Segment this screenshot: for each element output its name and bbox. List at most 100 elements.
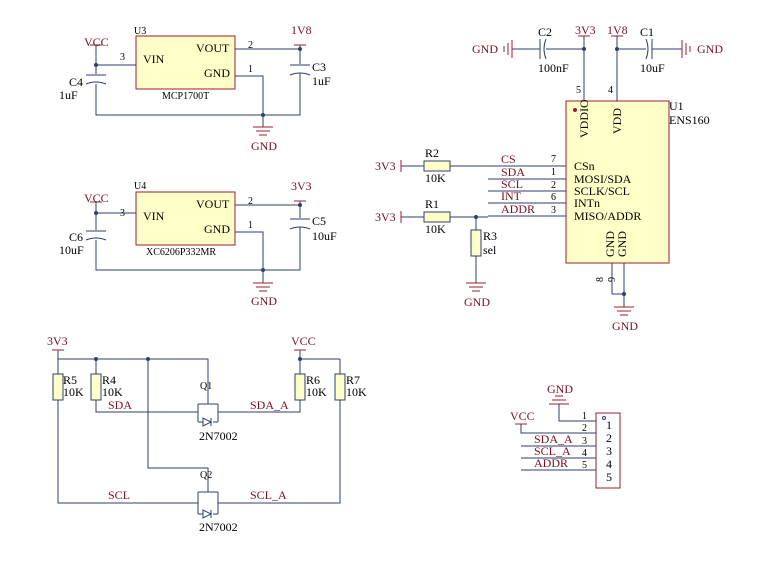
net-ls-scl-a: SCL_A	[250, 488, 287, 502]
u1-pin8: 8	[595, 277, 606, 282]
conn-label-4: 4	[606, 457, 612, 471]
c1-val: 10uF	[640, 61, 665, 75]
u1-vdd: VDD	[610, 108, 624, 134]
r1-ref: R1	[425, 197, 439, 211]
u4-vcc-net: VCC	[84, 191, 109, 205]
conn-pin-num-1: 1	[582, 411, 587, 422]
conn-vcc-net: VCC	[510, 409, 535, 423]
u1-ref: U1	[669, 99, 684, 113]
r7-val: 10K	[346, 385, 367, 399]
u1-body	[565, 100, 670, 264]
u1-pin6: 6	[551, 192, 556, 203]
c5-ref: C5	[312, 214, 326, 228]
conn-label-5: 5	[606, 470, 612, 484]
u1-sclk: SCLK/SCL	[574, 184, 630, 198]
net-ls-sda-a: SDA_A	[250, 398, 289, 412]
r3-gnd-net: GND	[464, 295, 490, 309]
conn-gnd-net: GND	[547, 382, 573, 396]
u1-intn: INTn	[574, 196, 600, 210]
r6-val: 10K	[306, 385, 327, 399]
u1-gnd2: GND	[615, 231, 629, 257]
u4-3v3-net: 3V3	[291, 179, 312, 193]
u3-vout-pin: VOUT	[196, 41, 230, 55]
c1-ref: C1	[640, 25, 654, 39]
u1-pin1: 1	[551, 167, 556, 178]
u1-1v8-net: 1V8	[607, 23, 628, 37]
c6-ref: C6	[69, 230, 83, 244]
conn-pin-num-4: 4	[582, 448, 587, 459]
c2-val: 100nF	[538, 61, 569, 75]
net-cs: CS	[501, 152, 516, 166]
c2-gnd-net: GND	[472, 42, 498, 56]
r2-val: 10K	[425, 171, 446, 185]
c2-ref: C2	[538, 25, 552, 39]
u3-pin2: 2	[248, 40, 253, 51]
u4-regulator: U4 VIN VOUT GND XC6206P332MR 3 2 1 GND V…	[59, 179, 337, 308]
r2-ref: R2	[425, 146, 439, 160]
c4-val: 1uF	[59, 88, 78, 102]
conn-pin-num-3: 3	[582, 436, 587, 447]
r6-ref: R6	[306, 373, 320, 387]
ls-vcc-net: VCC	[291, 334, 316, 348]
conn-sda-a-net: SDA_A	[534, 432, 573, 446]
connector-body	[595, 412, 621, 489]
u1-part: ENS160	[669, 113, 710, 127]
conn-pin-num-2: 2	[582, 423, 587, 434]
u3-gnd-pin: GND	[204, 66, 230, 80]
net-ls-sda: SDA	[108, 398, 132, 412]
u1-gnd1: GND	[603, 231, 617, 257]
r3-ref: R3	[483, 229, 497, 243]
u1-mosi: MOSI/SDA	[574, 172, 632, 186]
q2-ref: Q2	[200, 470, 212, 481]
u3-regulator: U3 VIN VOUT GND MCP1700T 3 2 1 GND VCC	[59, 23, 331, 153]
r2-3v3-net: 3V3	[375, 159, 396, 173]
r5-ref: R5	[63, 373, 77, 387]
r5-val: 10K	[63, 385, 84, 399]
level-shifter: 3V3 R5 10K R4 10K VCC R6 10K R7 10K Q1 2…	[47, 334, 367, 534]
u1-pin4: 4	[608, 85, 613, 96]
u4-gnd-net: GND	[251, 294, 277, 308]
r3-val: sel	[483, 243, 497, 257]
r1-val: 10K	[425, 222, 446, 236]
r4-val: 10K	[102, 385, 123, 399]
u4-body	[135, 191, 236, 246]
c6-val: 10uF	[59, 243, 84, 257]
u1-csn: CSn	[574, 159, 595, 173]
c3-val: 1uF	[312, 74, 331, 88]
net-ls-scl: SCL	[108, 488, 130, 502]
u1-3v3-net: 3V3	[575, 23, 596, 37]
net-int: INT	[501, 189, 522, 203]
u3-part: MCP1700T	[162, 91, 209, 102]
u4-vout-pin: VOUT	[196, 197, 230, 211]
u4-ref: U4	[134, 181, 146, 192]
u3-body	[135, 35, 236, 90]
net-sda: SDA	[501, 165, 525, 179]
c3-ref: C3	[312, 60, 326, 74]
u1-gnd-net: GND	[612, 319, 638, 333]
u1-miso: MISO/ADDR	[574, 209, 641, 223]
u1-pin5: 5	[576, 85, 581, 96]
u3-vcc-net: VCC	[84, 35, 109, 49]
conn-label-2: 2	[606, 431, 612, 445]
u3-pin1: 1	[248, 64, 253, 75]
net-scl: SCL	[501, 177, 523, 191]
conn-pin-num-5: 5	[582, 460, 587, 471]
u4-part: XC6206P332MR	[146, 247, 216, 258]
connector: GND VCC SDA_A SCL_A ADDR 1 2 3 4 5 1 2 3…	[510, 382, 621, 489]
u4-gnd-pin: GND	[204, 222, 230, 236]
u1-sensor: U1 ENS160 CSn MOSI/SDA SCLK/SCL INTn MIS…	[472, 23, 723, 333]
c1-gnd-net: GND	[697, 42, 723, 56]
net-addr: ADDR	[501, 202, 535, 216]
q2-part: 2N7002	[199, 520, 238, 534]
u4-pin1: 1	[248, 220, 253, 231]
u1-vddio: VDDIO	[577, 99, 591, 138]
pullup-resistors: 3V3 R2 10K 3V3 R1 10K GND R3 sel	[375, 146, 497, 309]
u3-pin3: 3	[120, 52, 125, 63]
u4-pin2: 2	[248, 196, 253, 207]
u1-pin2: 2	[551, 180, 556, 191]
conn-label-3: 3	[606, 444, 612, 458]
c4-ref: C4	[69, 75, 83, 89]
u4-vin-pin: VIN	[143, 209, 165, 223]
ls-3v3-net: 3V3	[47, 334, 68, 348]
